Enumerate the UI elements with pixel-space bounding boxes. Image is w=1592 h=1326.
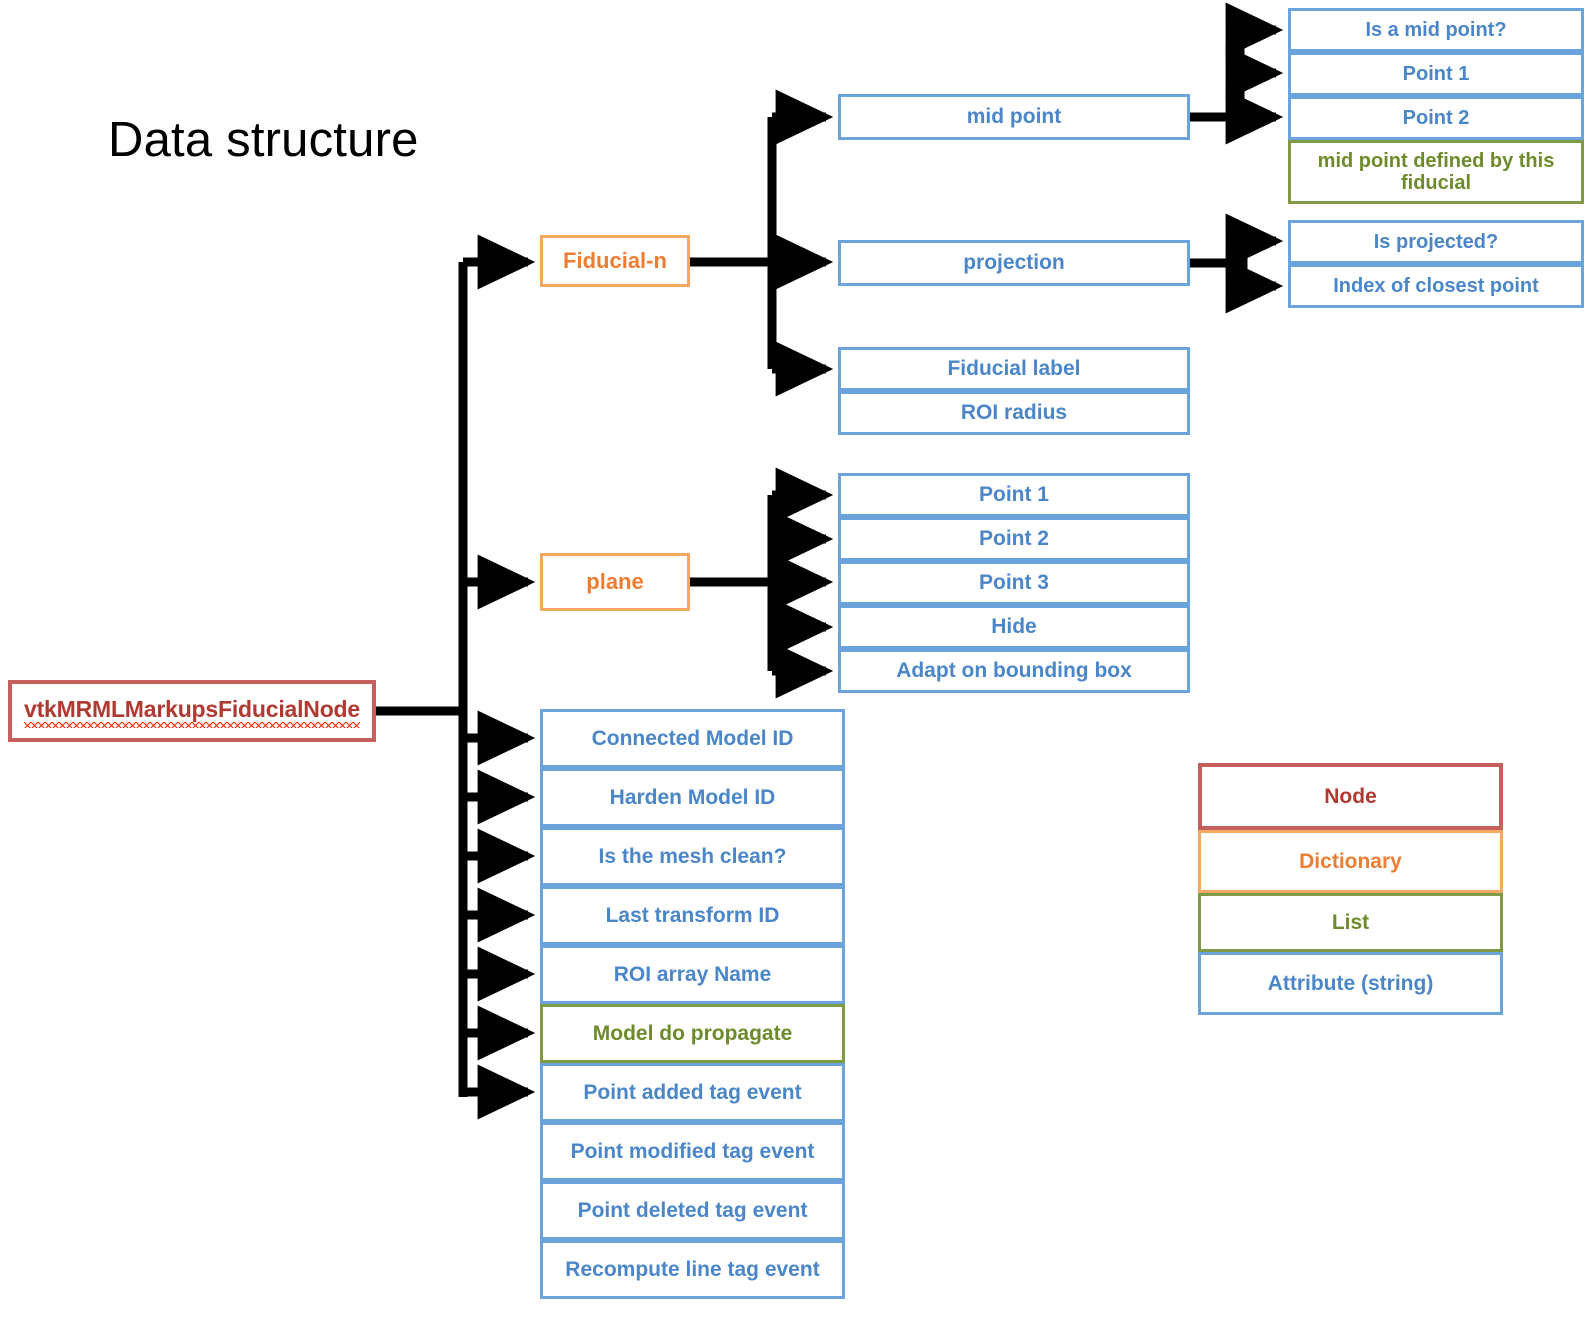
attribute-mid-point-1[interactable]: Point 1 — [1288, 52, 1584, 96]
node-root[interactable]: vtkMRMLMarkupsFiducialNode — [8, 680, 376, 742]
attribute-index-of-closest-point[interactable]: Index of closest point — [1288, 264, 1584, 308]
attribute-mid-point-2[interactable]: Point 2 — [1288, 96, 1584, 140]
legend-item-attribute: Attribute (string) — [1198, 952, 1503, 1015]
attribute-is-a-mid-point[interactable]: Is a mid point? — [1288, 8, 1584, 52]
list-mid-point-defined-by-this-fiducial[interactable]: mid point defined by this fiducial — [1288, 140, 1584, 204]
attribute-point-modified-tag-event[interactable]: Point modified tag event — [540, 1122, 845, 1181]
attribute-plane-hide[interactable]: Hide — [838, 605, 1190, 649]
list-model-do-propagate[interactable]: Model do propagate — [540, 1004, 845, 1063]
legend-item-node: Node — [1198, 763, 1503, 830]
attribute-projection[interactable]: projection — [838, 240, 1190, 286]
attribute-point-deleted-tag-event[interactable]: Point deleted tag event — [540, 1181, 845, 1240]
attribute-plane-point-2[interactable]: Point 2 — [838, 517, 1190, 561]
attribute-is-projected[interactable]: Is projected? — [1288, 220, 1584, 264]
attribute-plane-adapt-on-bounding-box[interactable]: Adapt on bounding box — [838, 649, 1190, 693]
page-title: Data structure — [108, 113, 419, 167]
attribute-last-transform-id[interactable]: Last transform ID — [540, 886, 845, 945]
attribute-roi-radius[interactable]: ROI radius — [838, 391, 1190, 435]
attribute-recompute-line-tag-event[interactable]: Recompute line tag event — [540, 1240, 845, 1299]
attribute-point-added-tag-event[interactable]: Point added tag event — [540, 1063, 845, 1122]
attribute-connected-model-id[interactable]: Connected Model ID — [540, 709, 845, 768]
attribute-fiducial-label[interactable]: Fiducial label — [838, 347, 1190, 391]
legend-item-dictionary: Dictionary — [1198, 830, 1503, 893]
attribute-is-the-mesh-clean[interactable]: Is the mesh clean? — [540, 827, 845, 886]
attribute-mid-point[interactable]: mid point — [838, 94, 1190, 140]
attribute-harden-model-id[interactable]: Harden Model ID — [540, 768, 845, 827]
legend-item-list: List — [1198, 893, 1503, 952]
dictionary-fiducial-n[interactable]: Fiducial-n — [540, 235, 690, 287]
attribute-plane-point-3[interactable]: Point 3 — [838, 561, 1190, 605]
dictionary-plane[interactable]: plane — [540, 553, 690, 611]
attribute-roi-array-name[interactable]: ROI array Name — [540, 945, 845, 1004]
attribute-plane-point-1[interactable]: Point 1 — [838, 473, 1190, 517]
node-root-label: vtkMRMLMarkupsFiducialNode — [23, 696, 360, 728]
